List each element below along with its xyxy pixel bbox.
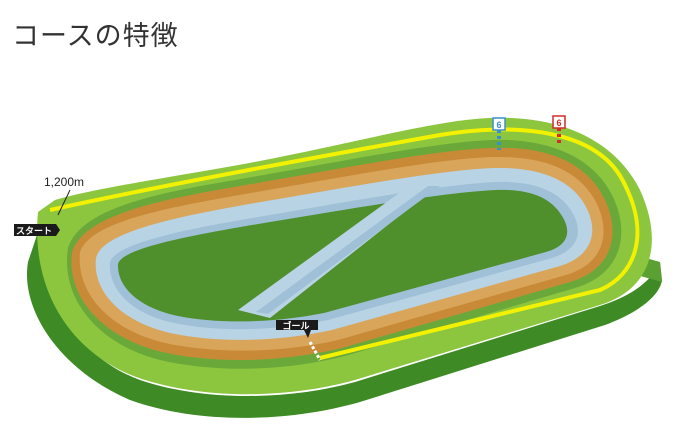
distance-label: 1,200m [44,175,84,189]
furlong-marker-red-label: 6 [556,118,561,128]
furlong-marker-red: 6 [552,115,566,146]
furlong-marker-blue: 6 [492,117,506,150]
page-title: コースの特徴 [12,21,179,52]
start-marker: スタート [14,224,60,236]
goal-label: ゴール [282,320,309,331]
goal-marker: ゴール [276,320,318,338]
furlong-marker-blue-label: 6 [496,120,501,130]
goal-line [308,341,322,361]
start-label: スタート [16,225,52,236]
diagonal-chute-inner [256,186,440,314]
